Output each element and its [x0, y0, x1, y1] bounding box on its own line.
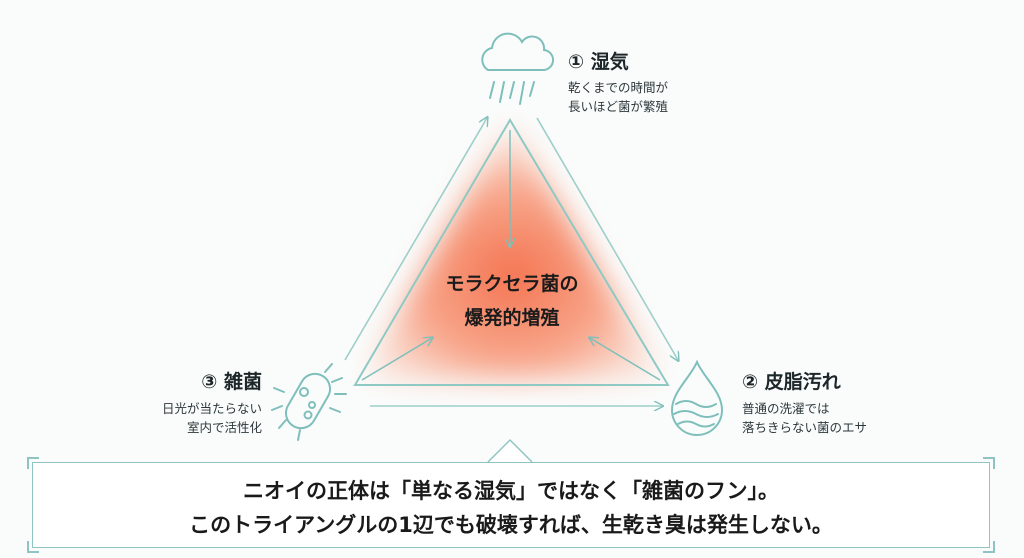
center-line-1: モラクセラ菌の [445, 272, 578, 295]
summary-line-2: このトライアングルの1辺でも破壊すれば、生乾き臭は発生しない。 [189, 513, 833, 537]
corner-top-right [983, 457, 995, 469]
node-left-desc-1: 日光が当たらない [162, 401, 262, 416]
center-line-2: 爆発的増殖 [464, 306, 559, 329]
node-right-desc-2: 落ちきらない菌のエサ [742, 420, 867, 435]
corner-bottom-right [983, 541, 995, 553]
arrow-top-to-right [536, 117, 678, 360]
inner-triangle [353, 118, 670, 386]
arrow-left-to-center [361, 338, 432, 381]
summary-notch [487, 438, 533, 463]
corner-top-left [27, 457, 39, 469]
water-drop-icon [670, 359, 724, 436]
node-right-desc-1: 普通の洗濯では [742, 401, 830, 416]
rain-cloud-icon [481, 32, 554, 105]
node-left-title: ③ 雑菌 [201, 370, 262, 393]
node-top-desc-2: 長いほど菌が繁殖 [568, 99, 668, 114]
node-top-desc-1: 乾くまでの時間が [568, 80, 669, 95]
node-right-title: ② 皮脂汚れ [742, 370, 841, 393]
arrow-left-to-top [344, 118, 487, 361]
arrow-right-to-center [590, 338, 661, 381]
node-left-desc-2: 室内で活性化 [187, 420, 263, 435]
summary-box: ニオイの正体は「単なる湿気」ではなく「雑菌のフン」。 このトライアングルの1辺で… [27, 457, 995, 553]
bacteria-icon [271, 363, 347, 441]
node-top-title: ① 湿気 [568, 50, 629, 73]
central-glow [360, 120, 665, 380]
summary-line-1: ニオイの正体は「単なる湿気」ではなく「雑菌のフン」。 [243, 479, 779, 503]
corner-bottom-left [27, 541, 39, 553]
